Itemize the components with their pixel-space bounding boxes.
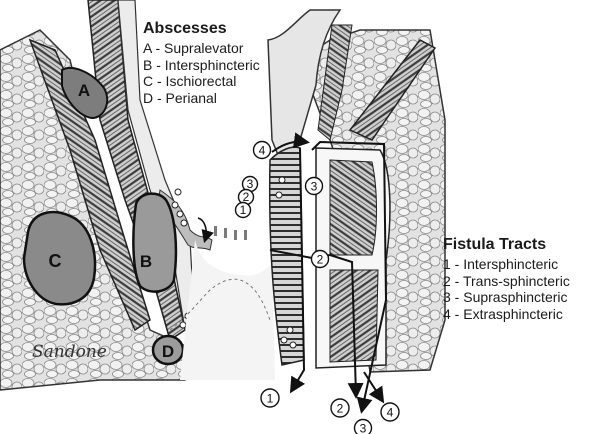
fistula-legend-item: 4 - Extrasphincteric xyxy=(443,306,570,323)
abscess-c-label: C xyxy=(49,251,62,271)
svg-text:3: 3 xyxy=(360,422,367,434)
abscess-legend-item: C - Ischiorectal xyxy=(143,73,260,90)
svg-text:3: 3 xyxy=(311,180,318,194)
marker-2-mid: 2 xyxy=(312,251,329,268)
fistula-legend-item: 2 - Trans-sphincteric xyxy=(443,273,570,290)
marker-1-left: 1 xyxy=(236,203,251,218)
abscess-d-label: D xyxy=(162,342,174,361)
fistula-legend-item: 3 - Suprasphincteric xyxy=(443,289,570,306)
abscess-b-label: B xyxy=(140,252,152,271)
abscesses-legend: Abscesses A - Supralevator B - Intersphi… xyxy=(143,20,260,106)
svg-text:1: 1 xyxy=(267,392,274,406)
fistula-legend-item: 1 - Intersphincteric xyxy=(443,256,570,273)
abscess-legend-item: B - Intersphincteric xyxy=(143,57,260,74)
abscess-a-label: A xyxy=(78,81,90,100)
abscesses-title: Abscesses xyxy=(143,20,260,38)
marker-2-bottom: 2 xyxy=(331,399,349,417)
abscess-d: D xyxy=(153,336,183,364)
svg-text:4: 4 xyxy=(259,144,266,158)
svg-text:2: 2 xyxy=(317,253,324,267)
marker-3-bottom: 3 xyxy=(355,420,372,434)
marker-4-bottom: 4 xyxy=(381,403,399,421)
svg-text:4: 4 xyxy=(387,406,394,420)
abscess-c: C xyxy=(24,212,95,304)
marker-1-bottom: 1 xyxy=(261,389,279,407)
abscess-b: B xyxy=(133,194,176,292)
artist-signature: Sandone xyxy=(32,342,107,362)
abscess-legend-item: D - Perianal xyxy=(143,90,260,107)
fistula-tracts-legend: Fistula Tracts 1 - Intersphincteric 2 - … xyxy=(443,236,570,322)
svg-text:3: 3 xyxy=(247,177,254,191)
abscess-legend-item: A - Supralevator xyxy=(143,40,260,57)
fistula-tracts-title: Fistula Tracts xyxy=(443,236,570,254)
marker-3-mid: 3 xyxy=(306,178,323,195)
marker-4-top: 4 xyxy=(254,142,271,159)
svg-text:1: 1 xyxy=(240,203,247,217)
svg-text:2: 2 xyxy=(337,402,344,416)
